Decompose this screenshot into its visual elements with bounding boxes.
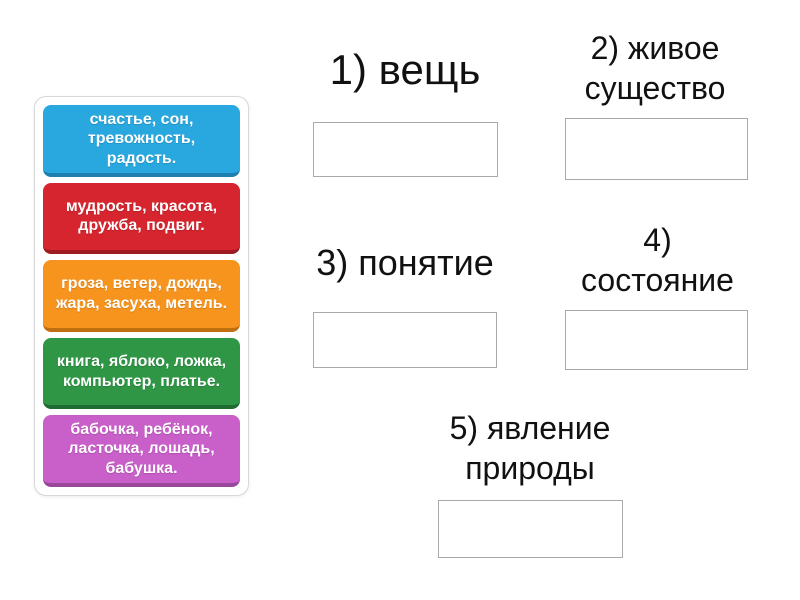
category-label-thing: 1) вещь xyxy=(329,46,481,93)
category-label-concept: 3) понятие xyxy=(316,242,494,283)
word-card-2[interactable]: мудрость, красота, дружба, подвиг. xyxy=(43,182,240,255)
category-label-state: 4) состояние xyxy=(581,222,734,298)
word-card-5[interactable]: бабочка, ребёнок, ласточка, лошадь, бабу… xyxy=(43,415,240,487)
drop-zone-natural-phenomenon[interactable] xyxy=(438,500,623,558)
word-card-1[interactable]: счастье, сон, тревожность, радость. xyxy=(43,105,240,177)
word-card-3[interactable]: гроза, ветер, дождь, жара, засуха, метел… xyxy=(43,260,240,332)
drop-zone-state[interactable] xyxy=(565,310,748,370)
drop-zone-living-being[interactable] xyxy=(565,118,748,180)
drop-zone-concept[interactable] xyxy=(313,312,497,368)
word-card-4[interactable]: книга, яблоко, ложка, компьютер, платье. xyxy=(43,337,240,410)
card-tray: счастье, сон, тревожность, радость. мудр… xyxy=(34,96,249,496)
category-label-living-being: 2) живое существо xyxy=(584,30,726,106)
category-label-natural-phenomenon: 5) явление природы xyxy=(449,410,611,486)
drop-zone-thing[interactable] xyxy=(313,122,498,177)
